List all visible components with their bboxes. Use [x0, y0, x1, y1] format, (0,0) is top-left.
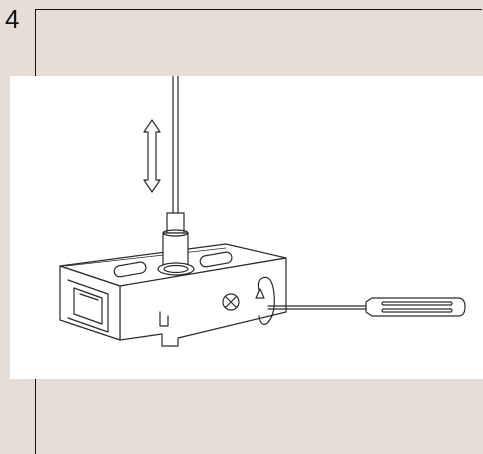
cable-gripper	[157, 212, 195, 276]
double-arrow-vertical-icon	[143, 119, 161, 193]
suspension-cable	[172, 76, 179, 214]
rotation-arrow-icon	[255, 276, 275, 325]
illustration-canvas	[59, 76, 466, 347]
mounting-bracket	[59, 243, 287, 347]
instruction-illustration	[10, 76, 483, 379]
screw-head-icon	[222, 293, 240, 311]
step-number: 4	[5, 4, 20, 34]
screwdriver-icon	[267, 297, 466, 317]
